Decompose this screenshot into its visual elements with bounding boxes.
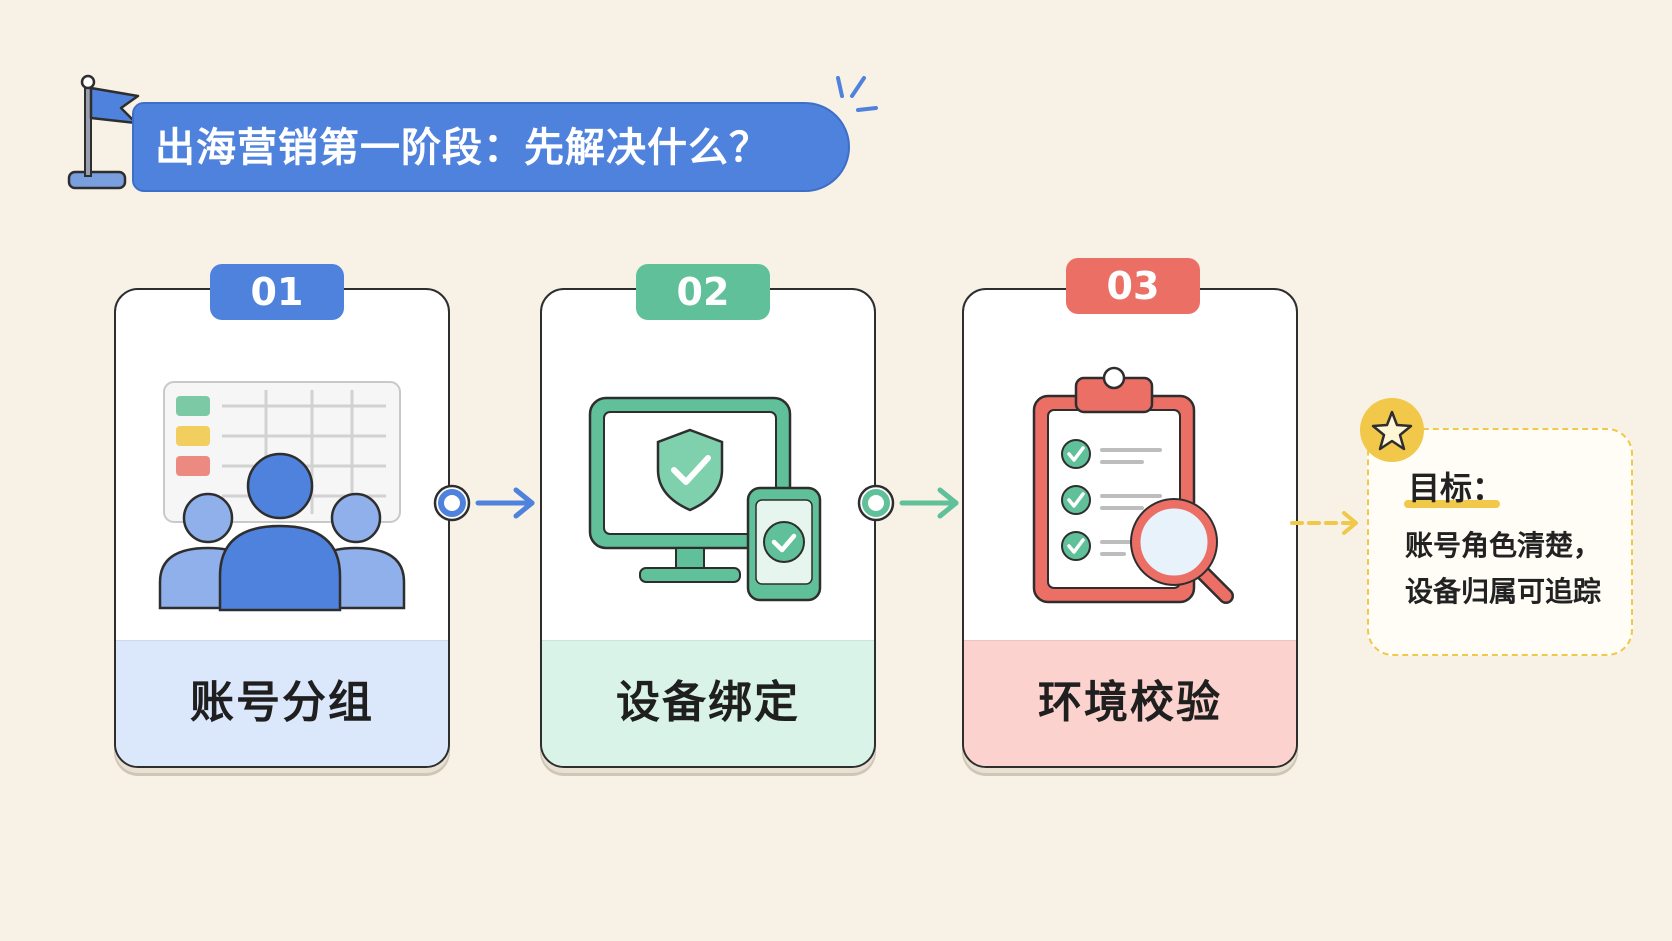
goal-title-underline xyxy=(1404,500,1500,508)
arrow-right-icon xyxy=(857,484,959,522)
step-card-2: 设备绑定 xyxy=(540,288,876,768)
step-label-1: 账号分组 xyxy=(190,677,374,728)
goal-box xyxy=(1367,428,1633,656)
step-label-2: 设备绑定 xyxy=(616,677,800,728)
goal-title: 目标： xyxy=(1408,469,1505,507)
sparkle-icon xyxy=(836,76,878,112)
step-label-3: 环境校验 xyxy=(1038,677,1222,728)
goal-line-2: 设备归属可追踪 xyxy=(1405,575,1602,608)
clipboard-check-icon xyxy=(1032,366,1234,604)
goal-line-1: 账号角色清楚， xyxy=(1405,529,1602,562)
title-banner xyxy=(132,102,850,192)
step-band-2 xyxy=(542,640,874,766)
device-shield-icon xyxy=(588,396,822,602)
star-icon xyxy=(1360,398,1424,462)
step-card-1: 账号分组 xyxy=(114,288,450,768)
step-number-2: 02 xyxy=(636,264,770,320)
step-band-3 xyxy=(964,640,1296,766)
step-number-3: 03 xyxy=(1066,258,1200,314)
user-group-icon xyxy=(158,381,406,612)
arrow-right-icon xyxy=(433,484,535,522)
step-number-1: 01 xyxy=(210,264,344,320)
page-title: 出海营销第一阶段：先解决什么？ xyxy=(155,125,770,171)
step-card-3: 环境校验 xyxy=(962,288,1298,768)
step-band-1 xyxy=(116,640,448,766)
dashed-arrow-right-icon xyxy=(1290,511,1358,535)
flag-icon xyxy=(67,74,140,190)
